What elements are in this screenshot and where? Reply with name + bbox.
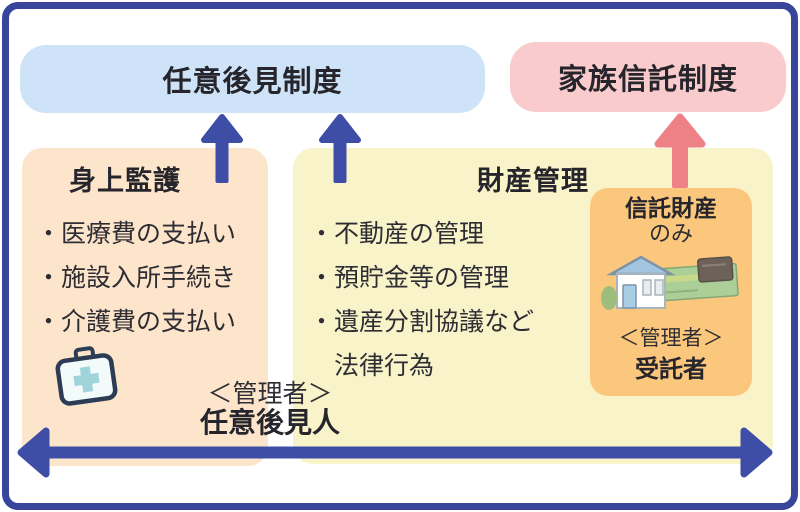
list-item: ・遺産分割協議など bbox=[309, 308, 535, 336]
list-item: ・介護費の支払い bbox=[36, 308, 237, 336]
personal-care-heading: 身上監護 bbox=[69, 166, 181, 196]
property-management-list: ・不動産の管理 ・預貯金等の管理 ・遺産分割協議など 法律行為 bbox=[293, 212, 773, 388]
family-trust-title: 家族信託制度 bbox=[557, 64, 738, 96]
trust-property-suffix: のみ bbox=[648, 221, 693, 246]
voluntary-guardianship-title: 任意後見制度 bbox=[162, 66, 343, 98]
trust-property-title: 信託財産 bbox=[625, 195, 717, 221]
list-item: ・医療費の支払い bbox=[36, 220, 237, 248]
horizontal-double-arrow-icon bbox=[17, 427, 773, 478]
up-arrow-care-to-guardianship-icon bbox=[201, 114, 243, 183]
property-management-heading: 財産管理 bbox=[477, 166, 589, 196]
house-and-bankbook-icon bbox=[601, 255, 739, 310]
first-aid-kit-icon bbox=[55, 346, 118, 406]
voluntary-guardianship-title-box: 任意後見制度 bbox=[20, 45, 485, 113]
list-item: ・不動産の管理 bbox=[309, 220, 485, 248]
trustee-manager-label: ＜管理者＞ bbox=[618, 327, 724, 350]
personal-care-box: 身上監護 ・医療費の支払い ・施設入所手続き ・介護費の支払い bbox=[22, 148, 268, 466]
up-arrow-trust-to-family-trust-icon bbox=[654, 113, 706, 188]
personal-care-list: ・医療費の支払い ・施設入所手続き ・介護費の支払い bbox=[22, 212, 268, 344]
guardian-name: 任意後見人 bbox=[199, 407, 340, 438]
family-trust-title-box: 家族信託制度 bbox=[510, 42, 786, 112]
up-arrow-asset-to-guardianship-icon bbox=[319, 114, 361, 183]
guardian-caption: ＜管理者＞ 任意後見人 bbox=[150, 380, 390, 438]
list-item: ・預貯金等の管理 bbox=[309, 264, 510, 292]
property-management-box: 財産管理 ・不動産の管理 ・預貯金等の管理 ・遺産分割協議など 法律行為 信託財… bbox=[293, 148, 773, 464]
trust-property-box: 信託財産 のみ ＜管理者＞ 受託者 bbox=[590, 188, 752, 396]
guardian-manager-label: ＜管理者＞ bbox=[207, 380, 333, 408]
list-item: ・施設入所手続き bbox=[36, 264, 237, 292]
trustee-name: 受託者 bbox=[635, 356, 707, 383]
list-item: 法律行為 bbox=[309, 352, 435, 380]
